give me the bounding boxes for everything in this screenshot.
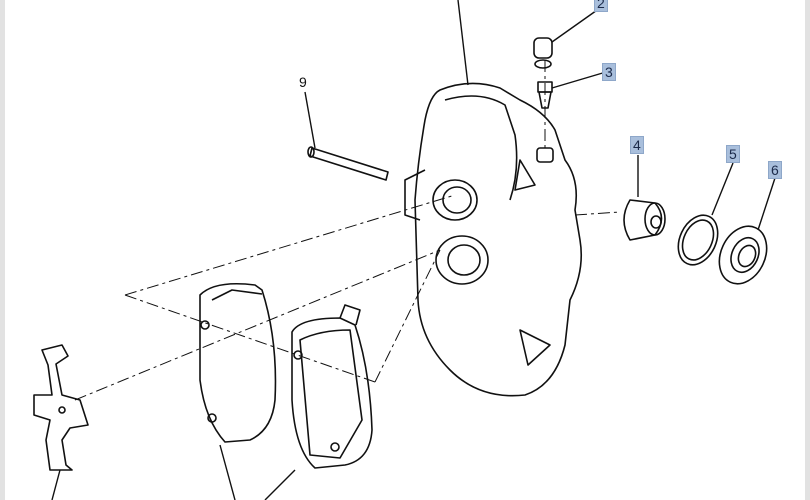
callout-3: 3 xyxy=(602,63,616,81)
callout-2: 2 xyxy=(594,0,608,12)
caliper-body xyxy=(404,82,583,397)
leader-lines xyxy=(51,0,776,500)
callout-9: 9 xyxy=(299,74,307,90)
callout-4: 4 xyxy=(630,136,644,154)
callout-6: 6 xyxy=(768,161,782,179)
centerlines xyxy=(74,60,621,401)
callout-5: 5 xyxy=(726,145,740,163)
bleeder-cap xyxy=(533,37,553,69)
brake-pad-outer xyxy=(291,304,373,469)
piston xyxy=(623,199,666,241)
right-border xyxy=(805,0,810,500)
left-border xyxy=(0,0,5,500)
bleeder-valve xyxy=(537,81,553,109)
anti-rattle-clip xyxy=(33,344,89,471)
piston-seal xyxy=(677,214,719,266)
dust-boot xyxy=(718,225,768,285)
guide-pin xyxy=(307,146,389,181)
brake-pad-inner xyxy=(199,282,277,443)
